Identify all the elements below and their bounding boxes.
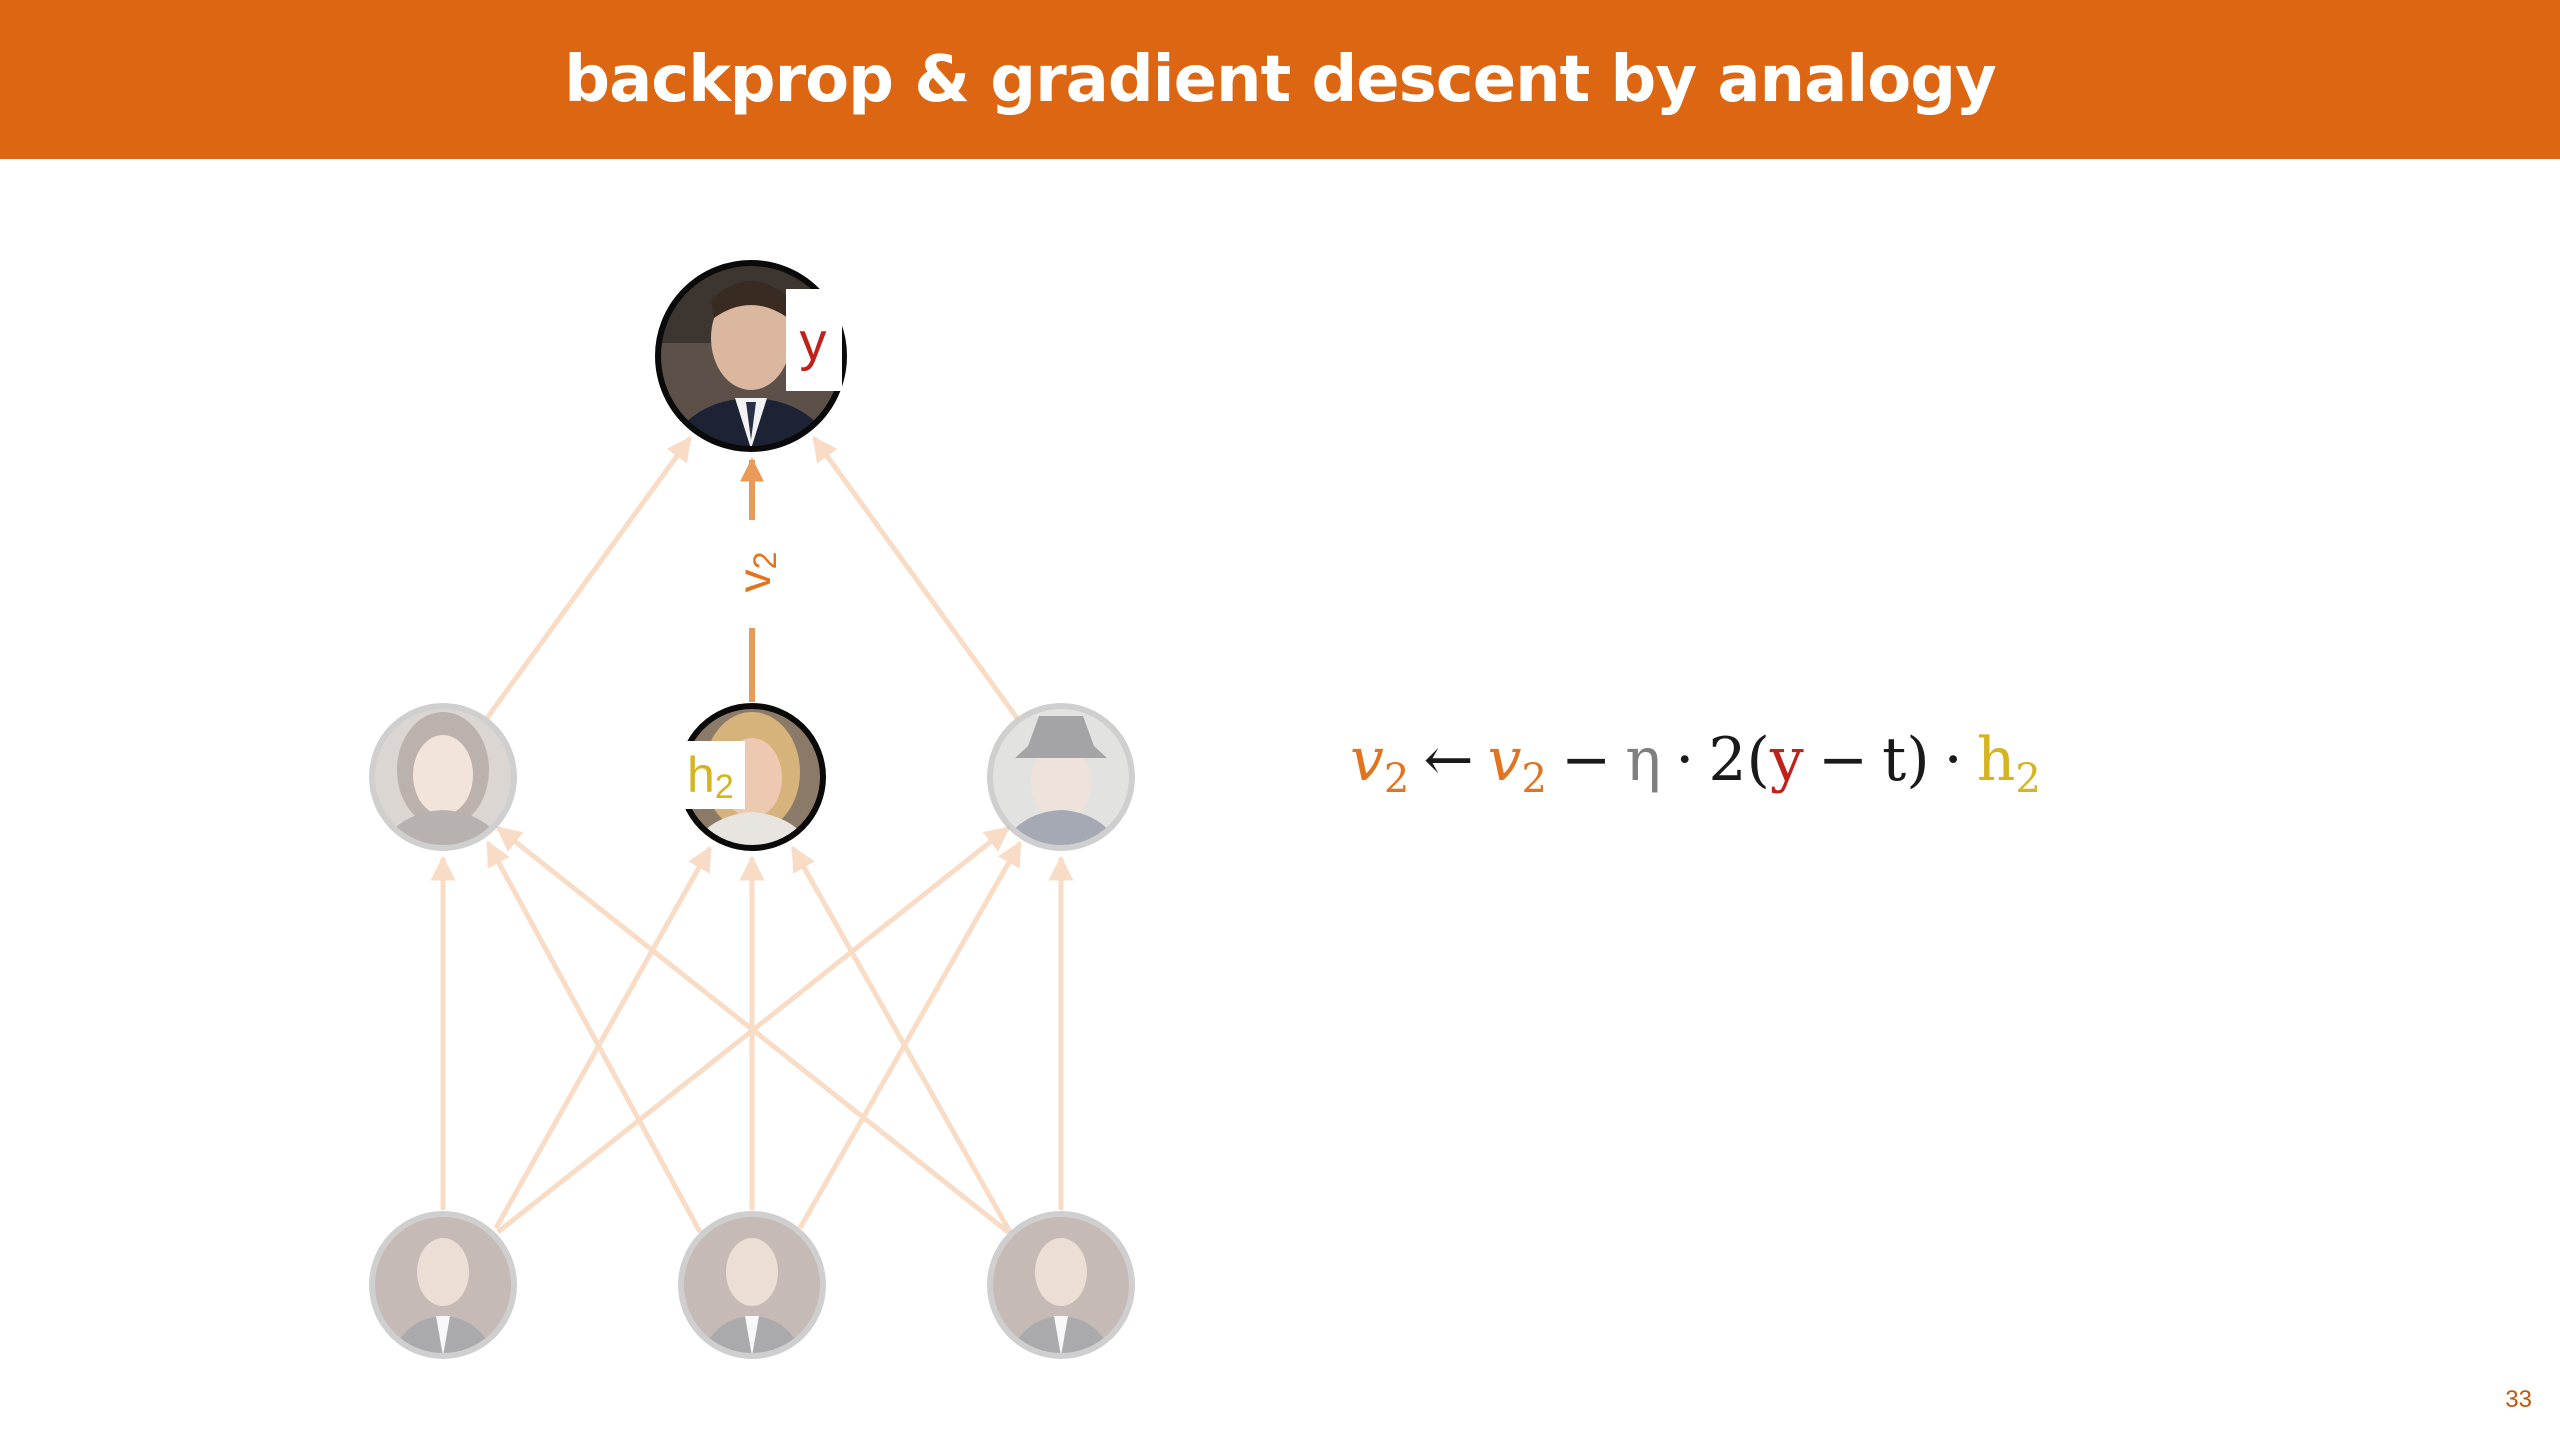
woman-curly-hair-photo-icon bbox=[372, 706, 514, 848]
hidden-node-3 bbox=[987, 703, 1135, 851]
formula-dot-2: · bbox=[1943, 725, 1963, 795]
page-number: 33 bbox=[2505, 1386, 2532, 1413]
edge bbox=[485, 840, 703, 1234]
formula-minus-2: − bbox=[1817, 725, 1869, 795]
man-in-hat-photo-icon bbox=[990, 706, 1132, 848]
slide-title: backprop & gradient descent by analogy bbox=[564, 42, 1996, 117]
input-node-3 bbox=[987, 1211, 1135, 1359]
active-edge-v2: v2 bbox=[728, 457, 783, 702]
input-node-2 bbox=[678, 1211, 826, 1359]
output-node: y bbox=[655, 260, 847, 452]
formula-minus: − bbox=[1561, 725, 1612, 795]
formula-eta: η bbox=[1625, 725, 1662, 795]
edge-label-v2: v2 bbox=[728, 552, 783, 593]
formula-lhs: v2 bbox=[1350, 725, 1410, 802]
edge bbox=[797, 840, 1023, 1230]
edge bbox=[811, 435, 1020, 720]
output-label-y: y bbox=[800, 312, 827, 372]
formula-t: t) bbox=[1882, 725, 1930, 795]
formula-arrow: ← bbox=[1423, 725, 1474, 795]
man-portrait-photo-icon bbox=[372, 1214, 514, 1356]
formula-dot: · bbox=[1675, 725, 1695, 795]
input-to-hidden-edges bbox=[430, 826, 1074, 1234]
formula-y: y bbox=[1769, 725, 1804, 795]
man-portrait-photo-icon bbox=[990, 1214, 1132, 1356]
edge bbox=[493, 845, 713, 1230]
hidden-to-output-edges bbox=[484, 435, 1020, 720]
edge bbox=[484, 435, 693, 720]
update-rule-formula: v2←v2−η·2(y−t)·h2 bbox=[1350, 715, 2041, 805]
edge bbox=[496, 826, 1010, 1234]
input-node-1 bbox=[369, 1211, 517, 1359]
hidden-node-1 bbox=[369, 703, 517, 851]
hidden-label-h2: h2 bbox=[687, 747, 734, 806]
hidden-node-h2: h2 bbox=[677, 703, 826, 851]
man-portrait-photo-icon bbox=[681, 1214, 823, 1356]
title-bar: backprop & gradient descent by analogy bbox=[0, 0, 2560, 159]
formula-v2: v2 bbox=[1487, 725, 1547, 802]
edge bbox=[790, 845, 1013, 1234]
formula-two: 2( bbox=[1708, 725, 1770, 795]
formula-h2: h2 bbox=[1976, 725, 2041, 802]
